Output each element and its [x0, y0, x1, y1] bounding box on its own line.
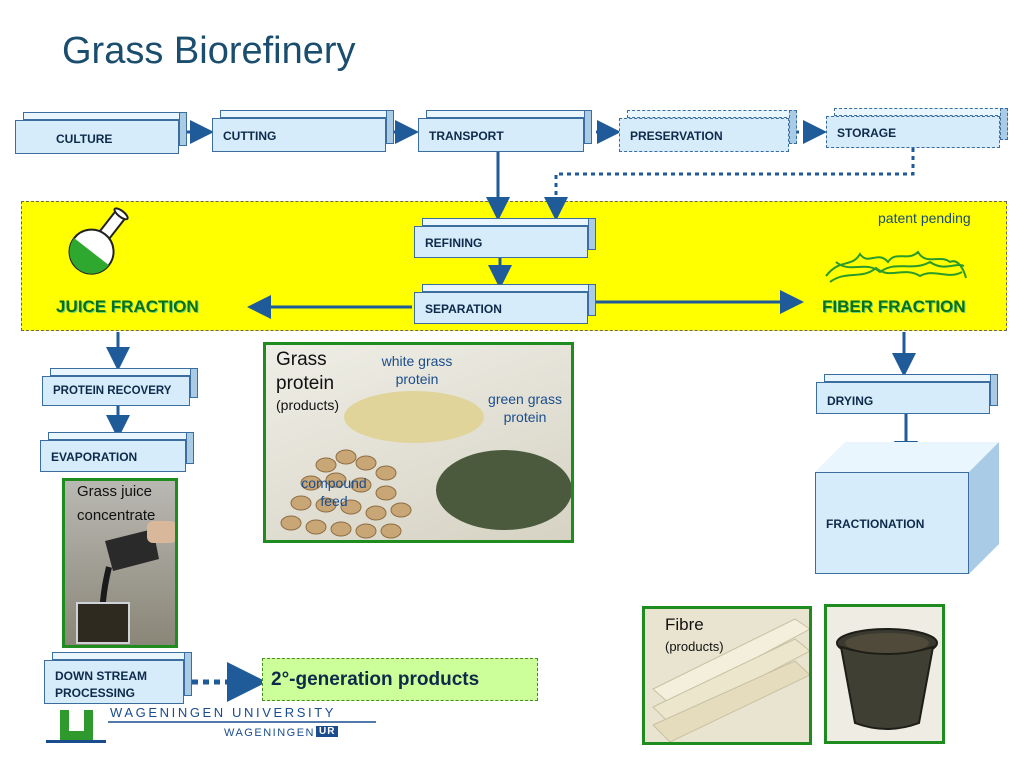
fiber-fraction-label: FIBER FRACTION: [822, 297, 966, 316]
separation-label: SEPARATION: [425, 302, 502, 316]
protein-recovery-label: PROTEIN RECOVERY: [53, 385, 172, 397]
grass-juice-photo: Grass juice concentrate: [62, 478, 178, 648]
transport-label: TRANSPORT: [429, 129, 504, 143]
cutting-label: CUTTING: [223, 129, 277, 143]
juice-label-line2: concentrate: [77, 507, 156, 524]
culture-box: CULTURE: [15, 112, 187, 154]
fibre-pot-photo: [824, 604, 945, 744]
drying-label: DRYING: [827, 394, 874, 408]
compound-feed-label-line1: compound: [301, 475, 367, 491]
preservation-label: PRESERVATION: [630, 129, 723, 143]
downstream-label-line1: DOWN STREAM: [55, 669, 147, 683]
arrow-storage-refining: [544, 148, 915, 221]
green-protein-label-line1: green grass: [488, 391, 562, 407]
preservation-box: PRESERVATION: [619, 110, 797, 152]
green-protein-label-line2: protein: [503, 409, 547, 425]
protein-heading-line3: (products): [276, 397, 340, 413]
fibre-subheading: (products): [665, 639, 724, 654]
juice-pour-illustration: [76, 521, 175, 644]
storage-label: STORAGE: [837, 126, 897, 140]
logo-wageningen-text: WAGENINGEN: [224, 727, 315, 739]
evaporation-label: EVAPORATION: [51, 450, 138, 464]
pot-illustration: [836, 628, 938, 730]
transport-box: TRANSPORT: [418, 110, 592, 152]
refining-box: REFINING: [414, 218, 596, 258]
fibre-heading: Fibre: [665, 615, 704, 634]
grass-protein-photo: Grass protein (products) white grass pro…: [263, 342, 574, 543]
culture-label: CULTURE: [56, 132, 113, 146]
protein-heading-line2: protein: [276, 373, 335, 394]
logo-university-text: WAGENINGEN UNIVERSITY: [110, 705, 337, 720]
second-generation-products: 2°-generation products: [262, 658, 538, 701]
white-protein-label-line1: white grass: [381, 353, 453, 369]
fractionation-box: FRACTIONATION: [815, 442, 999, 574]
fractionation-label: FRACTIONATION: [826, 517, 925, 531]
juice-label-line1: Grass juice: [77, 483, 153, 500]
downstream-label-line2: PROCESSING: [55, 686, 136, 700]
protein-recovery-box: PROTEIN RECOVERY: [42, 368, 198, 406]
downstream-box: DOWN STREAM PROCESSING: [44, 652, 192, 704]
refining-label: REFINING: [425, 236, 483, 250]
page-title: Grass Biorefinery: [62, 30, 356, 72]
fibre-products-photo: Fibre (products): [642, 606, 812, 745]
juice-fraction-label: JUICE FRACTION: [56, 297, 199, 316]
white-protein-label-line2: protein: [395, 371, 439, 387]
compound-feed-label-line2: feed: [320, 493, 348, 509]
cutting-box: CUTTING: [212, 110, 394, 152]
protein-piles-illustration: [280, 391, 571, 539]
separation-box: SEPARATION: [414, 284, 596, 324]
patent-label: patent pending: [878, 210, 971, 226]
drying-box: DRYING: [816, 374, 998, 414]
fibre-boards-illustration: [652, 618, 809, 742]
storage-box: STORAGE: [826, 108, 1008, 148]
protein-heading-line1: Grass: [276, 349, 327, 370]
evaporation-box: EVAPORATION: [40, 432, 194, 472]
logo-ur-text: UR: [316, 726, 339, 737]
